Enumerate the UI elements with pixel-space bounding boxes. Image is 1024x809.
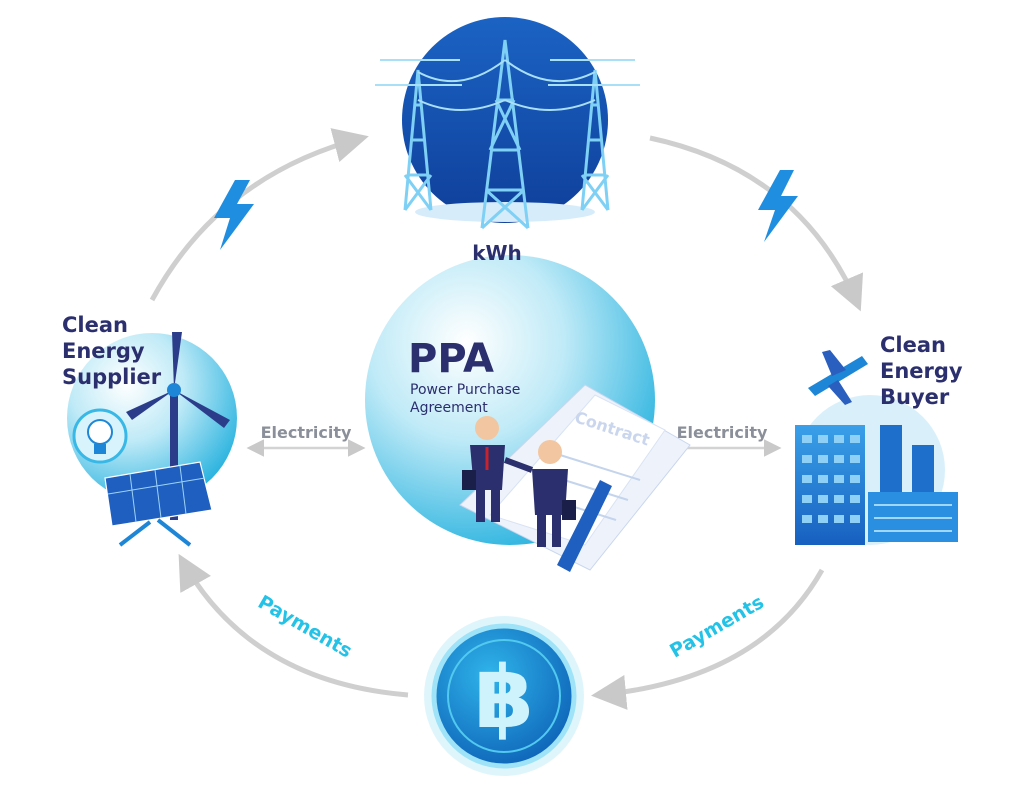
buyer-label-line-3: Buyer [880, 385, 950, 409]
ppa-title: PPA [408, 336, 494, 382]
supplier-label-line-3: Supplier [62, 365, 162, 389]
buyer-label-line-1: Clean [880, 333, 946, 357]
arrow-supplier-to-grid [149, 128, 369, 302]
lightning-icon [758, 170, 798, 242]
lightning-icon [214, 180, 254, 250]
payments-label-right: Payments [666, 591, 768, 662]
grid-label: kWh [472, 241, 522, 265]
ppa-contract-illustration [365, 255, 691, 572]
ppa-subtitle-line-1: Power Purchase [410, 382, 520, 398]
currency-symbol: ฿ [474, 648, 534, 748]
wind-solar-illustration [67, 332, 237, 547]
arrow-grid-to-buyer [649, 135, 864, 312]
ppa-subtitle-line-2: Agreement [410, 400, 488, 416]
supplier-label-line-1: Clean [62, 313, 128, 337]
industry-buildings-illustration [795, 350, 958, 545]
electricity-label-left: Electricity [261, 423, 352, 442]
pen-icon [557, 480, 612, 572]
arrow-buyer-to-currency [591, 568, 825, 710]
buyer-label-line-2: Energy [880, 359, 963, 383]
electricity-label-right: Electricity [677, 423, 768, 442]
arrow-currency-to-supplier [178, 553, 409, 698]
baht-coin [424, 616, 584, 776]
airplane-icon [808, 350, 868, 405]
supplier-label-line-2: Energy [62, 339, 145, 363]
transmission-tower-globe [375, 17, 640, 230]
